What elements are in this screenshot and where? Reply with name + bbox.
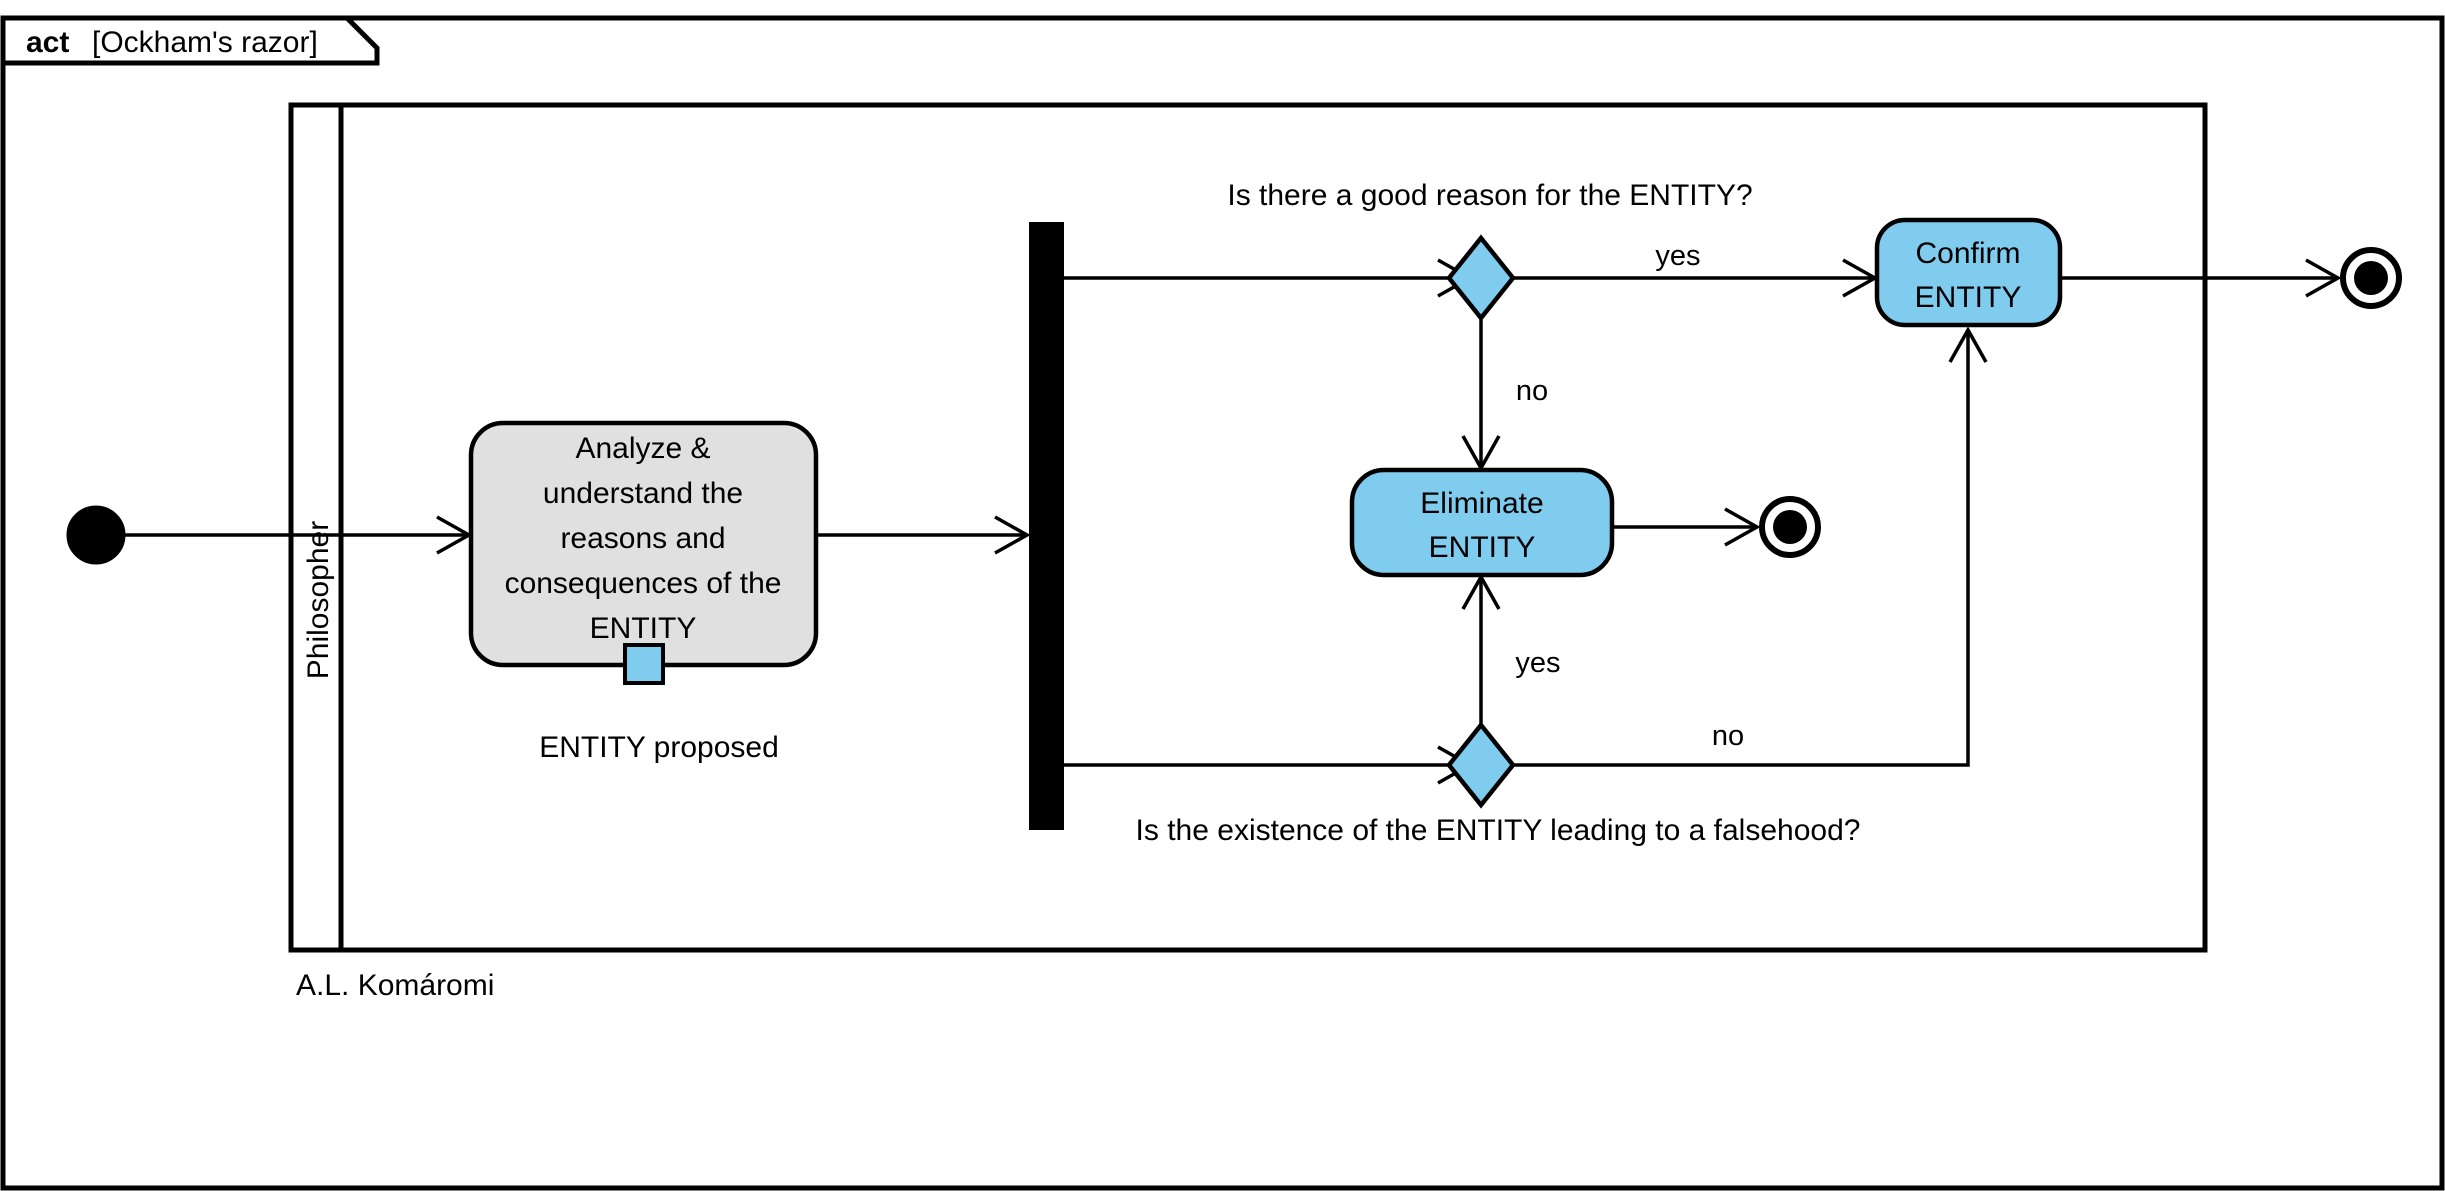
frame-outer-border: [0, 15, 2445, 1191]
confirm-action-line-1: Confirm: [1915, 237, 2020, 270]
analyze-action-line-5: ENTITY: [590, 612, 697, 645]
edge-decision-reason-no: [1461, 318, 1501, 472]
fork-node-bar[interactable]: [1029, 222, 1064, 830]
final-node-core: [2354, 261, 2388, 295]
arrow-head-icon: [1461, 573, 1501, 610]
confirm-action-shape[interactable]: [1874, 217, 2063, 328]
arrow-head-icon: [994, 515, 1031, 555]
analyze-action-line-4: consequences of the: [505, 567, 782, 600]
eliminate-action-shape[interactable]: [1349, 467, 1615, 578]
activity-partition: [288, 102, 2208, 953]
edge-fork-to-decision-falsehood: [1064, 745, 1474, 785]
final-node-middle[interactable]: [1759, 496, 1821, 558]
output-pin-icon[interactable]: [623, 643, 665, 685]
analyze-action-node[interactable]: Analyze & understand the reasons and con…: [468, 420, 819, 668]
decision-reason-question: Is there a good reason for the ENTITY?: [1227, 179, 1752, 212]
eliminate-action-node[interactable]: Eliminate ENTITY: [1349, 467, 1615, 578]
final-node-right[interactable]: [2340, 247, 2402, 309]
confirm-action-line-2: ENTITY: [1915, 281, 2022, 314]
edge-fork-to-decision-reason: [1064, 258, 1474, 298]
edge-label-no-bottom: no: [1712, 720, 1744, 752]
arrow-head-icon: [1724, 507, 1761, 547]
initial-node[interactable]: [66, 505, 126, 565]
author-label: A.L. Komáromi: [296, 969, 494, 1002]
frame-name-label: [Ockham's razor]: [92, 26, 318, 59]
decision-falsehood-question: Is the existence of the ENTITY leading t…: [1136, 814, 1861, 847]
diagram-frame: [0, 15, 2445, 1191]
edge-label-yes-top: yes: [1655, 240, 1700, 272]
edge-initial-to-analyze: [125, 515, 473, 555]
edge-decision-falsehood-no: [1513, 326, 1988, 767]
analyze-action-line-3: reasons and: [560, 522, 725, 555]
edge-eliminate-to-final: [1612, 507, 1761, 547]
partition-border: [288, 102, 2208, 953]
edge-analyze-to-fork: [816, 515, 1031, 555]
arrow-head-icon: [2305, 258, 2342, 298]
eliminate-action-line-1: Eliminate: [1420, 487, 1543, 520]
decision-falsehood-node[interactable]: [1446, 721, 1516, 809]
arrow-head-icon: [1948, 326, 1988, 363]
edge-line: [1513, 330, 1970, 767]
analyze-action-line-2: understand the: [543, 477, 743, 510]
edge-confirm-to-final: [2060, 258, 2342, 298]
pin-label: ENTITY proposed: [539, 731, 779, 764]
confirm-action-node[interactable]: Confirm ENTITY: [1874, 217, 2063, 328]
decision-reason-node[interactable]: [1446, 234, 1516, 322]
final-node-core: [1773, 510, 1807, 544]
edge-decision-falsehood-yes: [1461, 573, 1501, 725]
edge-label-no-top: no: [1516, 375, 1548, 407]
edge-label-yes-bottom: yes: [1515, 647, 1560, 679]
analyze-action-line-1: Analyze &: [575, 432, 710, 465]
frame-keyword-label: act: [26, 26, 69, 59]
partition-name-label: Philosopher: [302, 521, 335, 679]
eliminate-action-line-2: ENTITY: [1429, 531, 1536, 564]
